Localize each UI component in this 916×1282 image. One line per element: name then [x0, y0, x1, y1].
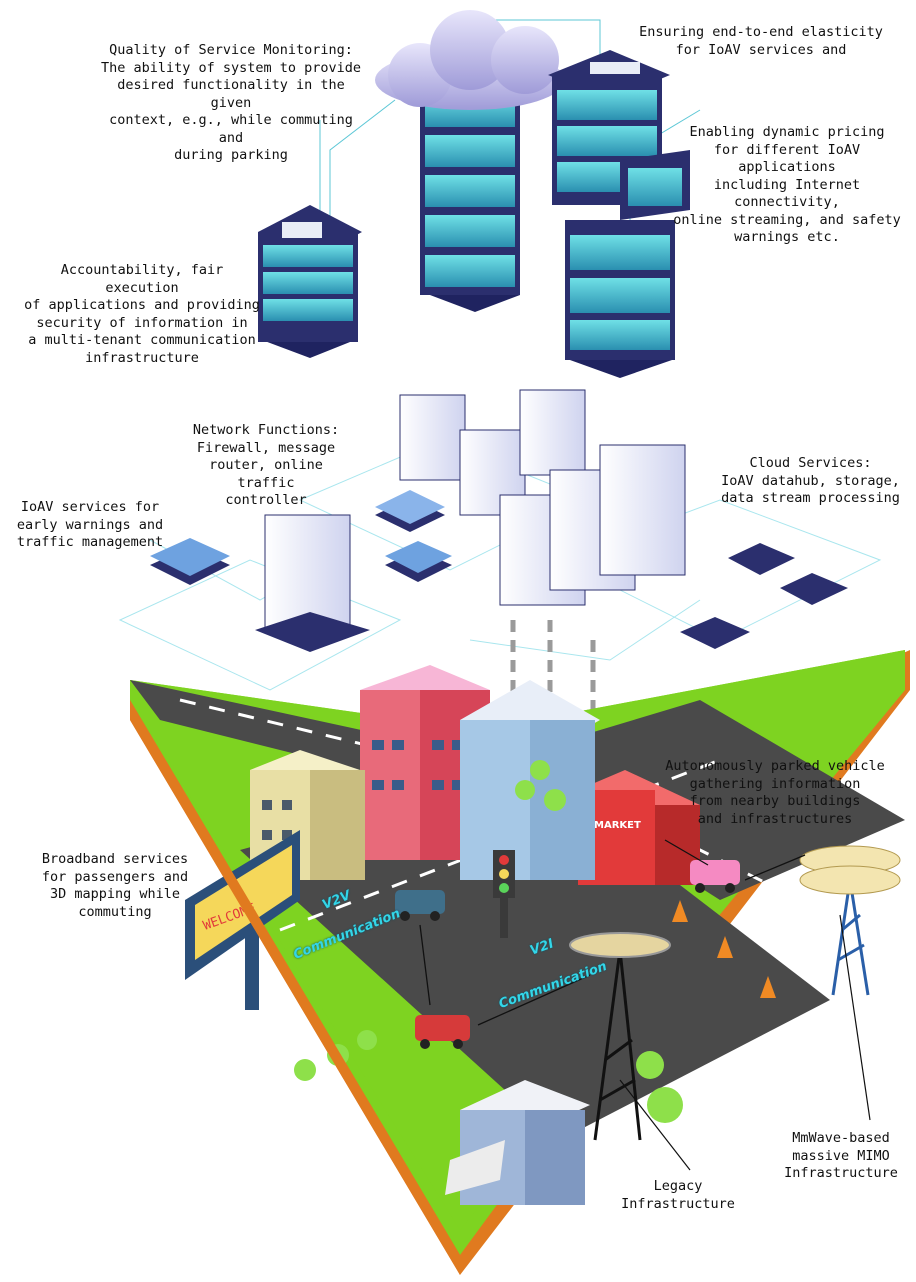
car-red	[415, 1015, 470, 1049]
city-tier: MARKET WELCOME	[130, 650, 910, 1275]
label-network-functions: Network Functions: Firewall, message rou…	[192, 422, 340, 508]
label-legacy: Legacy Infrastructure	[621, 1178, 735, 1212]
server-stack-right-bottom	[565, 150, 690, 378]
legacy-tower	[569, 932, 671, 1141]
datacenter-tier	[118, 389, 882, 793]
cloud-server-tier	[258, 10, 701, 378]
label-ioav-services: IoAV services for early warnings and tra…	[16, 499, 164, 550]
label-mmwave: MmWave-based massive MIMO Infrastructure	[784, 1130, 898, 1181]
label-broadband: Broadband services for passengers and 3D…	[41, 851, 189, 920]
building-bottom	[445, 1080, 590, 1205]
label-accountability: Accountability, fair execution of applic…	[24, 262, 260, 366]
label-parked-vehicle: Autonomously parked vehicle gathering in…	[665, 758, 885, 827]
road-diagonal	[240, 770, 830, 1140]
label-qos: Quality of Service Monitoring: The abili…	[100, 42, 362, 163]
cloud-icon	[375, 10, 565, 110]
server-stack-left	[258, 205, 362, 358]
chip-modules	[150, 490, 848, 649]
label-pricing: Enabling dynamic pricing for different I…	[673, 124, 901, 245]
server-towers-white	[255, 389, 686, 652]
building-lightblue	[460, 680, 600, 880]
car-pink	[690, 860, 740, 893]
traffic-light	[493, 850, 515, 938]
traffic-cones	[672, 900, 776, 998]
label-cloud-services: Cloud Services: IoAV datahub, storage, d…	[721, 455, 900, 506]
label-elasticity: Ensuring end-to-end elasticity for IoAV …	[639, 24, 883, 58]
car-blue	[395, 890, 445, 921]
road-right	[500, 700, 905, 900]
mmwave-tower	[799, 845, 901, 996]
server-stack-center	[420, 80, 520, 312]
link-arrows	[419, 839, 806, 1026]
market-sign: MARKET	[594, 820, 641, 831]
label-pointers	[619, 914, 871, 1171]
